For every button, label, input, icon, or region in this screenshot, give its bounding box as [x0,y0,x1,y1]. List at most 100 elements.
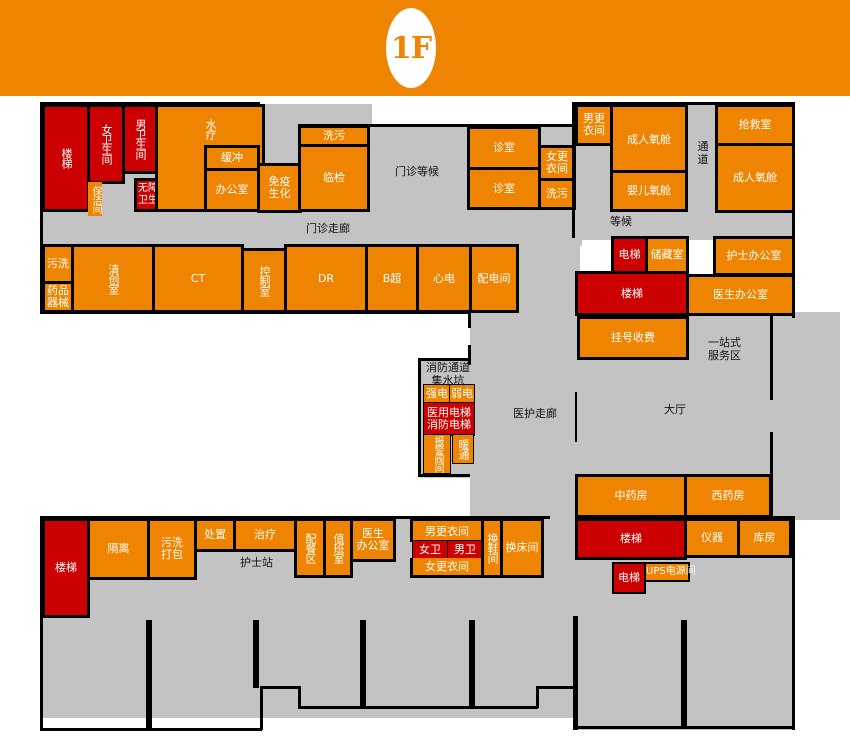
room-elevator-n[interactable]: 电梯 [611,236,648,274]
room-womens-changing-s[interactable]: 女更衣间 [410,558,484,578]
room-cleaning[interactable]: 保洁间 [88,182,102,216]
room-drug-equipment[interactable]: 药品 器械 [42,281,74,313]
room-debridement[interactable]: 清创室 [71,244,155,313]
room-medical-fire-elevator[interactable]: 医用电梯 消防电梯 [423,402,475,436]
room-nurse-office[interactable]: 护士办公室 [713,236,795,276]
wall [253,620,259,688]
floor-label: 1F [390,30,432,66]
room-rescue[interactable]: 抢救室 [715,104,795,146]
wall [575,392,577,442]
label-medical-corridor: 医护走廊 [513,407,557,420]
wall [681,620,687,728]
label-fire-passage-sump: 消防通道 集水坑 [426,361,470,387]
wall [298,706,538,709]
room-dirty-wash-w[interactable]: 污洗 [42,244,74,284]
room-mens-changing-n[interactable]: 男更 衣间 [575,104,613,146]
room-tcm-pharmacy[interactable]: 中药房 [575,474,687,518]
wall [792,102,795,318]
floor-north-corridor [42,210,582,246]
room-alarm-valve[interactable]: 报警阀间 [423,434,451,474]
wall [573,616,578,730]
room-womens-wc[interactable]: 女卫生间 [87,104,125,184]
wall [572,102,575,238]
wall [770,432,773,518]
wall [40,310,470,314]
wall [40,102,43,312]
room-stairs-e[interactable]: 楼梯 [575,271,689,316]
room-instruments[interactable]: 仪器 [684,518,740,558]
label-nurse-station: 护士站 [240,556,273,569]
room-isolation[interactable]: 隔离 [87,518,150,580]
room-control[interactable]: 控制室 [241,248,287,313]
room-b-ultrasound[interactable]: B超 [365,244,419,313]
wall [146,620,152,730]
room-stairs-nw[interactable]: 楼梯 [42,104,90,212]
wall [468,124,578,127]
wall [469,620,475,708]
room-consult-1[interactable]: 诊室 [467,126,541,170]
wall [418,474,470,477]
room-pantry[interactable]: 配餐区 [294,518,326,578]
label-one-stop-service: 一站式 服务区 [708,336,741,362]
wall [770,316,773,400]
room-western-pharmacy[interactable]: 西药房 [684,474,772,518]
room-wash-mid[interactable]: 洗污 [538,178,576,210]
room-adult-oxygen-1[interactable]: 成人氧舱 [610,104,688,176]
floor-header: 1F [0,0,850,96]
wall [40,516,43,730]
wall [468,345,471,365]
label-passage: 通道 [697,140,709,166]
wall [40,102,260,105]
wall [298,686,301,708]
wall [260,686,263,730]
room-duty[interactable]: 值班室 [323,518,353,578]
room-storage[interactable]: 储藏室 [645,236,689,274]
label-outpatient-corridor: 门诊走廊 [306,222,350,235]
room-doctor-office-s[interactable]: 医生 办公室 [350,518,396,562]
room-doctor-office[interactable]: 医生办公室 [686,274,795,316]
room-treatment-prep[interactable]: 处置 [194,518,236,552]
room-stairs-s[interactable]: 楼梯 [575,518,687,560]
room-clinical-lab[interactable]: 临检 [298,144,370,212]
room-adult-oxygen-2[interactable]: 成人氧舱 [715,143,795,213]
room-ups[interactable]: UPS电源间 [644,562,696,582]
room-office[interactable]: 办公室 [204,168,260,212]
room-ecg[interactable]: 心电 [416,244,472,313]
wall [418,358,470,361]
label-waiting: 等候 [610,215,632,228]
room-strong-current[interactable]: 强电 [423,384,451,404]
room-mens-wc[interactable]: 男卫生间 [122,104,158,174]
room-dirty-wash-pack[interactable]: 污洗 打包 [147,518,197,580]
room-mens-wc-s[interactable]: 男卫 [447,540,483,560]
room-ct[interactable]: CT [152,244,244,313]
room-infant-oxygen[interactable]: 婴儿氧舱 [610,170,688,212]
room-bed-change[interactable]: 换床间 [500,518,544,578]
wall [418,358,421,476]
room-womens-changing-n[interactable]: 女更 衣间 [538,145,576,181]
label-lobby: 大厅 [664,403,686,416]
room-womens-wc-s[interactable]: 女卫 [412,540,448,560]
room-stairs-sw[interactable]: 楼梯 [42,518,90,618]
wall [40,516,550,519]
room-treatment[interactable]: 治疗 [233,518,297,552]
wall [575,516,795,519]
room-mens-changing-s[interactable]: 男更衣间 [410,518,484,542]
wall [573,102,795,105]
room-registration[interactable]: 挂号收费 [577,316,689,360]
wall [360,620,366,708]
wall [536,686,539,708]
room-elevator-s[interactable]: 电梯 [612,562,646,594]
floor-badge[interactable]: 1F [386,8,436,88]
room-hvac[interactable]: 暖通 [452,434,474,464]
room-weak-current[interactable]: 弱电 [449,384,475,404]
room-power-distribution[interactable]: 配电间 [469,244,519,313]
room-immuno-biochem[interactable]: 免疫 生化 [257,163,302,213]
wall [536,686,576,689]
wall [260,686,300,689]
wall [298,124,468,127]
room-warehouse[interactable]: 库房 [737,518,792,558]
room-consult-2[interactable]: 诊室 [467,167,541,210]
room-dr[interactable]: DR [284,244,368,313]
wall [792,516,795,730]
